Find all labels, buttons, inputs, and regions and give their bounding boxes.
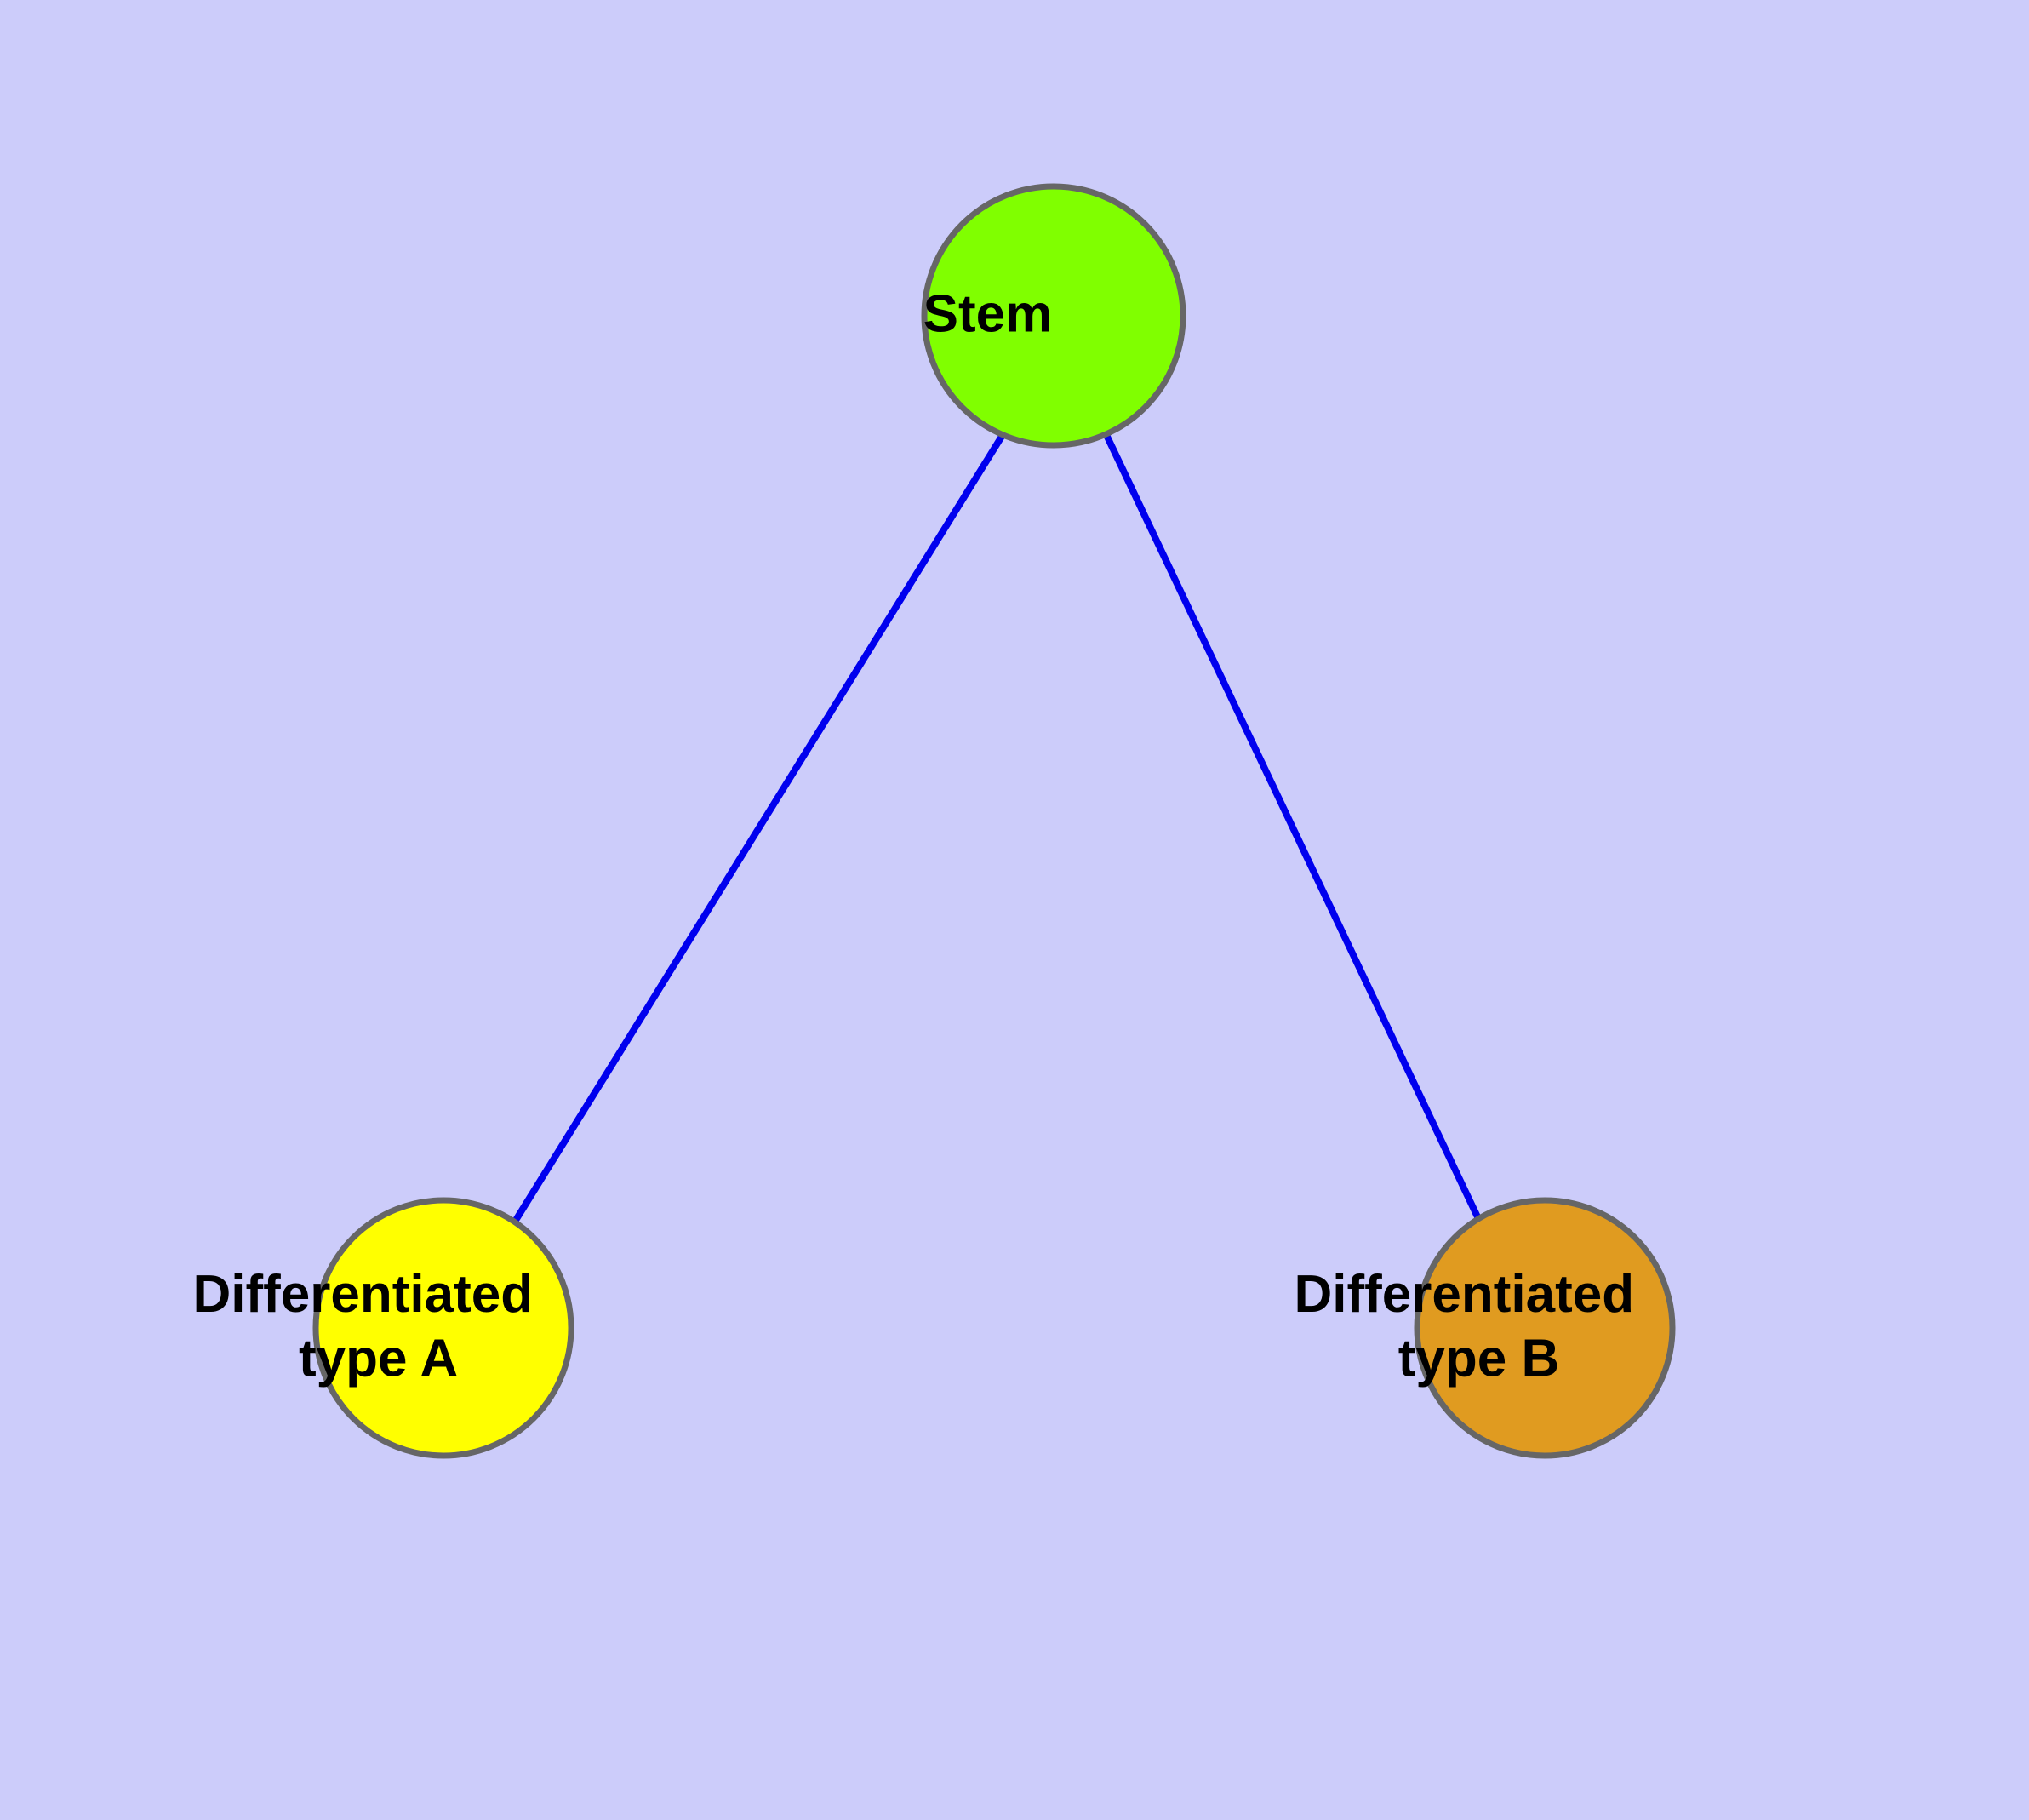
- edge-stem-to-differentiated-type-a[interactable]: [507, 432, 1006, 1231]
- node-stem-label: Stem: [923, 0, 1185, 344]
- edge-stem-to-differentiated-type-b[interactable]: [1103, 433, 1485, 1228]
- node-differentiated-type-a[interactable]: Differentiated type A: [192, 0, 694, 1459]
- node-differentiated-type-b-label-line-1: Differentiated: [1294, 1265, 1634, 1324]
- node-stem[interactable]: Stem: [921, 0, 1186, 449]
- node-differentiated-type-a-label: Differentiated type A: [192, 0, 694, 1388]
- node-differentiated-type-b-label-line-2: type B: [1398, 1329, 1559, 1388]
- nodes-layer: Stem Differentiated type A Differentiate…: [192, 0, 1795, 1459]
- node-differentiated-type-a-label-line-1: Differentiated: [192, 1265, 533, 1324]
- node-differentiated-type-a-circle[interactable]: [312, 1197, 574, 1459]
- node-differentiated-type-b-label: Differentiated type B: [1294, 0, 1795, 1388]
- node-differentiated-type-b-circle[interactable]: [1414, 1197, 1676, 1459]
- node-stem-label-line-1: Stem: [923, 285, 1053, 344]
- node-differentiated-type-a-label-line-2: type A: [299, 1329, 457, 1388]
- node-stem-circle[interactable]: [921, 183, 1186, 449]
- edges-layer: [507, 432, 1485, 1231]
- node-differentiated-type-b[interactable]: Differentiated type B: [1294, 0, 1795, 1459]
